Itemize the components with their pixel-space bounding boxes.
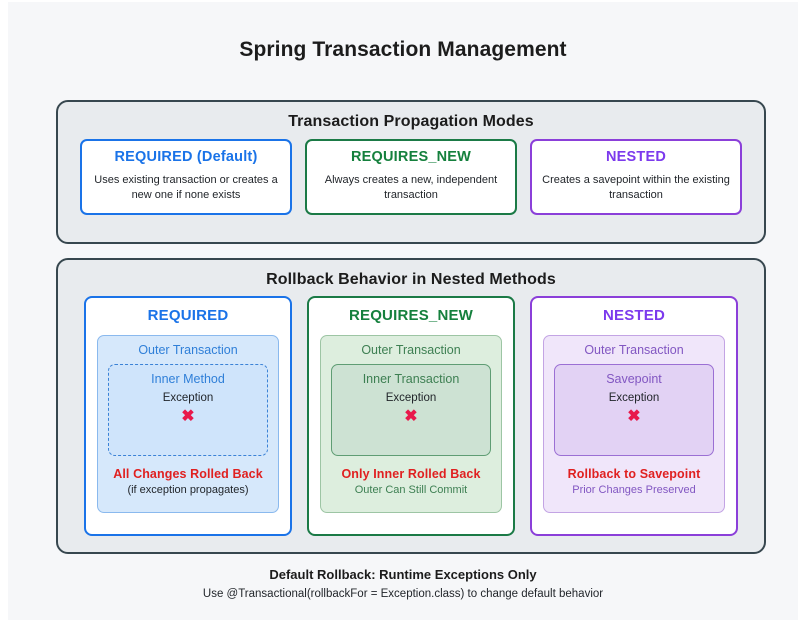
footer: Default Rollback: Runtime Exceptions Onl… (8, 567, 798, 600)
rollback-required-inner-method-box: Inner Method Exception ✖ (108, 364, 268, 456)
rollback-behavior-panel: Rollback Behavior in Nested Methods REQU… (56, 258, 766, 554)
rollback-required-inner-label: Inner Method (151, 372, 225, 386)
rollback-column-requires-new-title: REQUIRES_NEW (348, 307, 474, 324)
cross-mark-icon: ✖ (181, 408, 195, 425)
footer-main-text: Default Rollback: Runtime Exceptions Onl… (269, 567, 537, 582)
propagation-card-requires-new[interactable]: REQUIRES_NEW Always creates a new, indep… (305, 139, 517, 215)
rollback-column-nested[interactable]: NESTED Outer Transaction Savepoint Excep… (530, 296, 738, 536)
rollback-column-required-title: REQUIRED (147, 307, 229, 324)
rollback-required-outer-transaction-box: Outer Transaction Inner Method Exception… (97, 335, 279, 513)
rollback-requires-new-exception-label: Exception (385, 392, 437, 404)
propagation-modes-panel: Transaction Propagation Modes REQUIRED (… (56, 100, 766, 244)
rollback-requires-new-outer-label: Outer Transaction (361, 343, 461, 357)
rollback-required-outer-label: Outer Transaction (138, 343, 238, 357)
rollback-nested-savepoint-box: Savepoint Exception ✖ (554, 364, 714, 456)
propagation-card-nested-name: NESTED (605, 149, 666, 165)
rollback-column-required[interactable]: REQUIRED Outer Transaction Inner Method … (84, 296, 292, 536)
rollback-requires-new-inner-transaction-box: Inner Transaction Exception ✖ (331, 364, 491, 456)
rollback-nested-exception-label: Exception (608, 392, 660, 404)
propagation-card-required-name: REQUIRED (Default) (114, 149, 258, 165)
rollback-nested-outer-transaction-box: Outer Transaction Savepoint Exception ✖ … (543, 335, 725, 513)
propagation-card-required[interactable]: REQUIRED (Default) Uses existing transac… (80, 139, 292, 215)
page-title: Spring Transaction Management (239, 38, 567, 61)
rollback-column-nested-title: NESTED (602, 307, 666, 324)
footer-sub-text: Use @Transactional(rollbackFor = Excepti… (202, 588, 604, 600)
rollback-nested-result-sub: Prior Changes Preserved (572, 484, 696, 496)
propagation-card-requires-new-name: REQUIRES_NEW (350, 149, 472, 165)
rollback-section-title: Rollback Behavior in Nested Methods (266, 271, 556, 288)
propagation-mode-row: REQUIRED (Default) Uses existing transac… (58, 131, 764, 215)
rollback-required-exception-label: Exception (162, 392, 214, 404)
propagation-card-nested[interactable]: NESTED Creates a savepoint within the ex… (530, 139, 742, 215)
rollback-requires-new-outer-transaction-box: Outer Transaction Inner Transaction Exce… (320, 335, 502, 513)
propagation-card-requires-new-description: Always creates a new, independent transa… (324, 174, 498, 201)
rollback-requires-new-inner-label: Inner Transaction (362, 372, 460, 386)
rollback-required-result-sub: (if exception propagates) (127, 484, 249, 496)
propagation-card-nested-description: Creates a savepoint within the existing … (542, 174, 730, 201)
cross-mark-icon: ✖ (404, 408, 418, 425)
rollback-column-requires-new[interactable]: REQUIRES_NEW Outer Transaction Inner Tra… (307, 296, 515, 536)
propagation-section-title: Transaction Propagation Modes (288, 113, 534, 130)
cross-mark-icon: ✖ (627, 408, 641, 425)
rollback-nested-inner-label: Savepoint (606, 372, 662, 386)
rollback-column-row: REQUIRED Outer Transaction Inner Method … (58, 289, 764, 536)
rollback-required-result-main: All Changes Rolled Back (113, 467, 263, 481)
rollback-nested-outer-label: Outer Transaction (584, 343, 684, 357)
propagation-card-required-description: Uses existing transaction or creates a n… (94, 174, 278, 201)
rollback-nested-result-main: Rollback to Savepoint (567, 467, 701, 481)
rollback-requires-new-result-sub: Outer Can Still Commit (354, 484, 468, 496)
rollback-requires-new-result-main: Only Inner Rolled Back (341, 467, 481, 481)
